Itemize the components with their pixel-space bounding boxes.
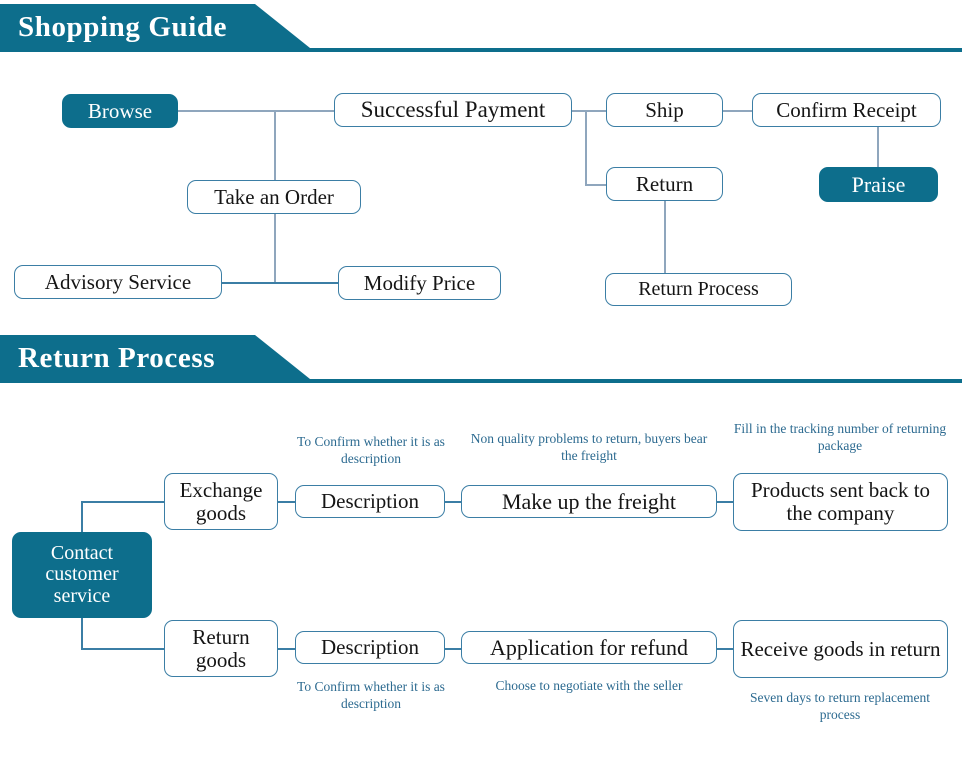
- return-process-banner: Return Process: [0, 335, 962, 383]
- connector-refund-to-receive: [716, 648, 734, 650]
- connector-exchange-to-description: [277, 501, 296, 503]
- node-description-bottom[interactable]: Description: [295, 631, 445, 664]
- shopping-guide-title: Shopping Guide: [18, 11, 228, 43]
- note-fill-tracking-number: Fill in the tracking number of returning…: [733, 421, 947, 453]
- node-make-up-the-freight[interactable]: Make up the freight: [461, 485, 717, 518]
- connector-browse-to-payment: [177, 110, 336, 112]
- banner-rule: [305, 379, 962, 383]
- note-negotiate-with-seller: Choose to negotiate with the seller: [495, 678, 683, 693]
- node-modify-price[interactable]: Modify Price: [338, 266, 501, 300]
- connector-return-goods-to-description: [277, 648, 296, 650]
- connector-confirm-to-praise: [877, 127, 879, 168]
- connector-trunk-to-exchange: [81, 501, 164, 503]
- node-description-top[interactable]: Description: [295, 485, 445, 518]
- node-exchange-goods[interactable]: Exchange goods: [164, 473, 278, 530]
- node-receive-goods-in-return[interactable]: Receive goods in return: [733, 620, 948, 678]
- return-process-title: Return Process: [18, 342, 216, 374]
- node-application-for-refund[interactable]: Application for refund: [461, 631, 717, 664]
- connector-ship-to-confirm: [722, 110, 752, 112]
- node-confirm-receipt[interactable]: Confirm Receipt: [752, 93, 941, 127]
- note-seven-days-return: Seven days to return replacement process: [750, 690, 930, 722]
- connector-advisory-to-trunk: [221, 282, 275, 284]
- note-confirm-description-top: To Confirm whether it is as description: [297, 434, 445, 466]
- connector-description-to-freight: [444, 501, 462, 503]
- connector-trunk-to-modify: [274, 282, 338, 284]
- note-non-quality-freight: Non quality problems to return, buyers b…: [470, 431, 708, 463]
- node-return-goods[interactable]: Return goods: [164, 620, 278, 677]
- banner-shape: [0, 4, 310, 52]
- node-take-an-order[interactable]: Take an Order: [187, 180, 361, 214]
- connector-payment-branch: [585, 110, 587, 185]
- node-praise[interactable]: Praise: [819, 167, 938, 202]
- connector-payment-to-ship: [571, 110, 607, 112]
- node-return[interactable]: Return: [606, 167, 723, 201]
- connector-return-to-return-process: [664, 201, 666, 274]
- connector-description-to-refund: [444, 648, 462, 650]
- node-ship[interactable]: Ship: [606, 93, 723, 127]
- banner-rule: [305, 48, 962, 52]
- note-confirm-description-bottom: To Confirm whether it is as description: [297, 679, 445, 711]
- banner-shape: [0, 335, 310, 383]
- node-contact-customer-service[interactable]: Contact customer service: [12, 532, 152, 618]
- node-products-sent-back[interactable]: Products sent back to the company: [733, 473, 948, 531]
- node-return-process[interactable]: Return Process: [605, 273, 792, 306]
- node-advisory-service[interactable]: Advisory Service: [14, 265, 222, 299]
- node-successful-payment[interactable]: Successful Payment: [334, 93, 572, 127]
- connector-branch-to-return: [585, 184, 607, 186]
- connector-trunk-to-return-goods: [81, 648, 164, 650]
- node-browse[interactable]: Browse: [62, 94, 178, 128]
- connector-freight-to-products: [716, 501, 734, 503]
- shopping-guide-banner: Shopping Guide: [0, 4, 962, 52]
